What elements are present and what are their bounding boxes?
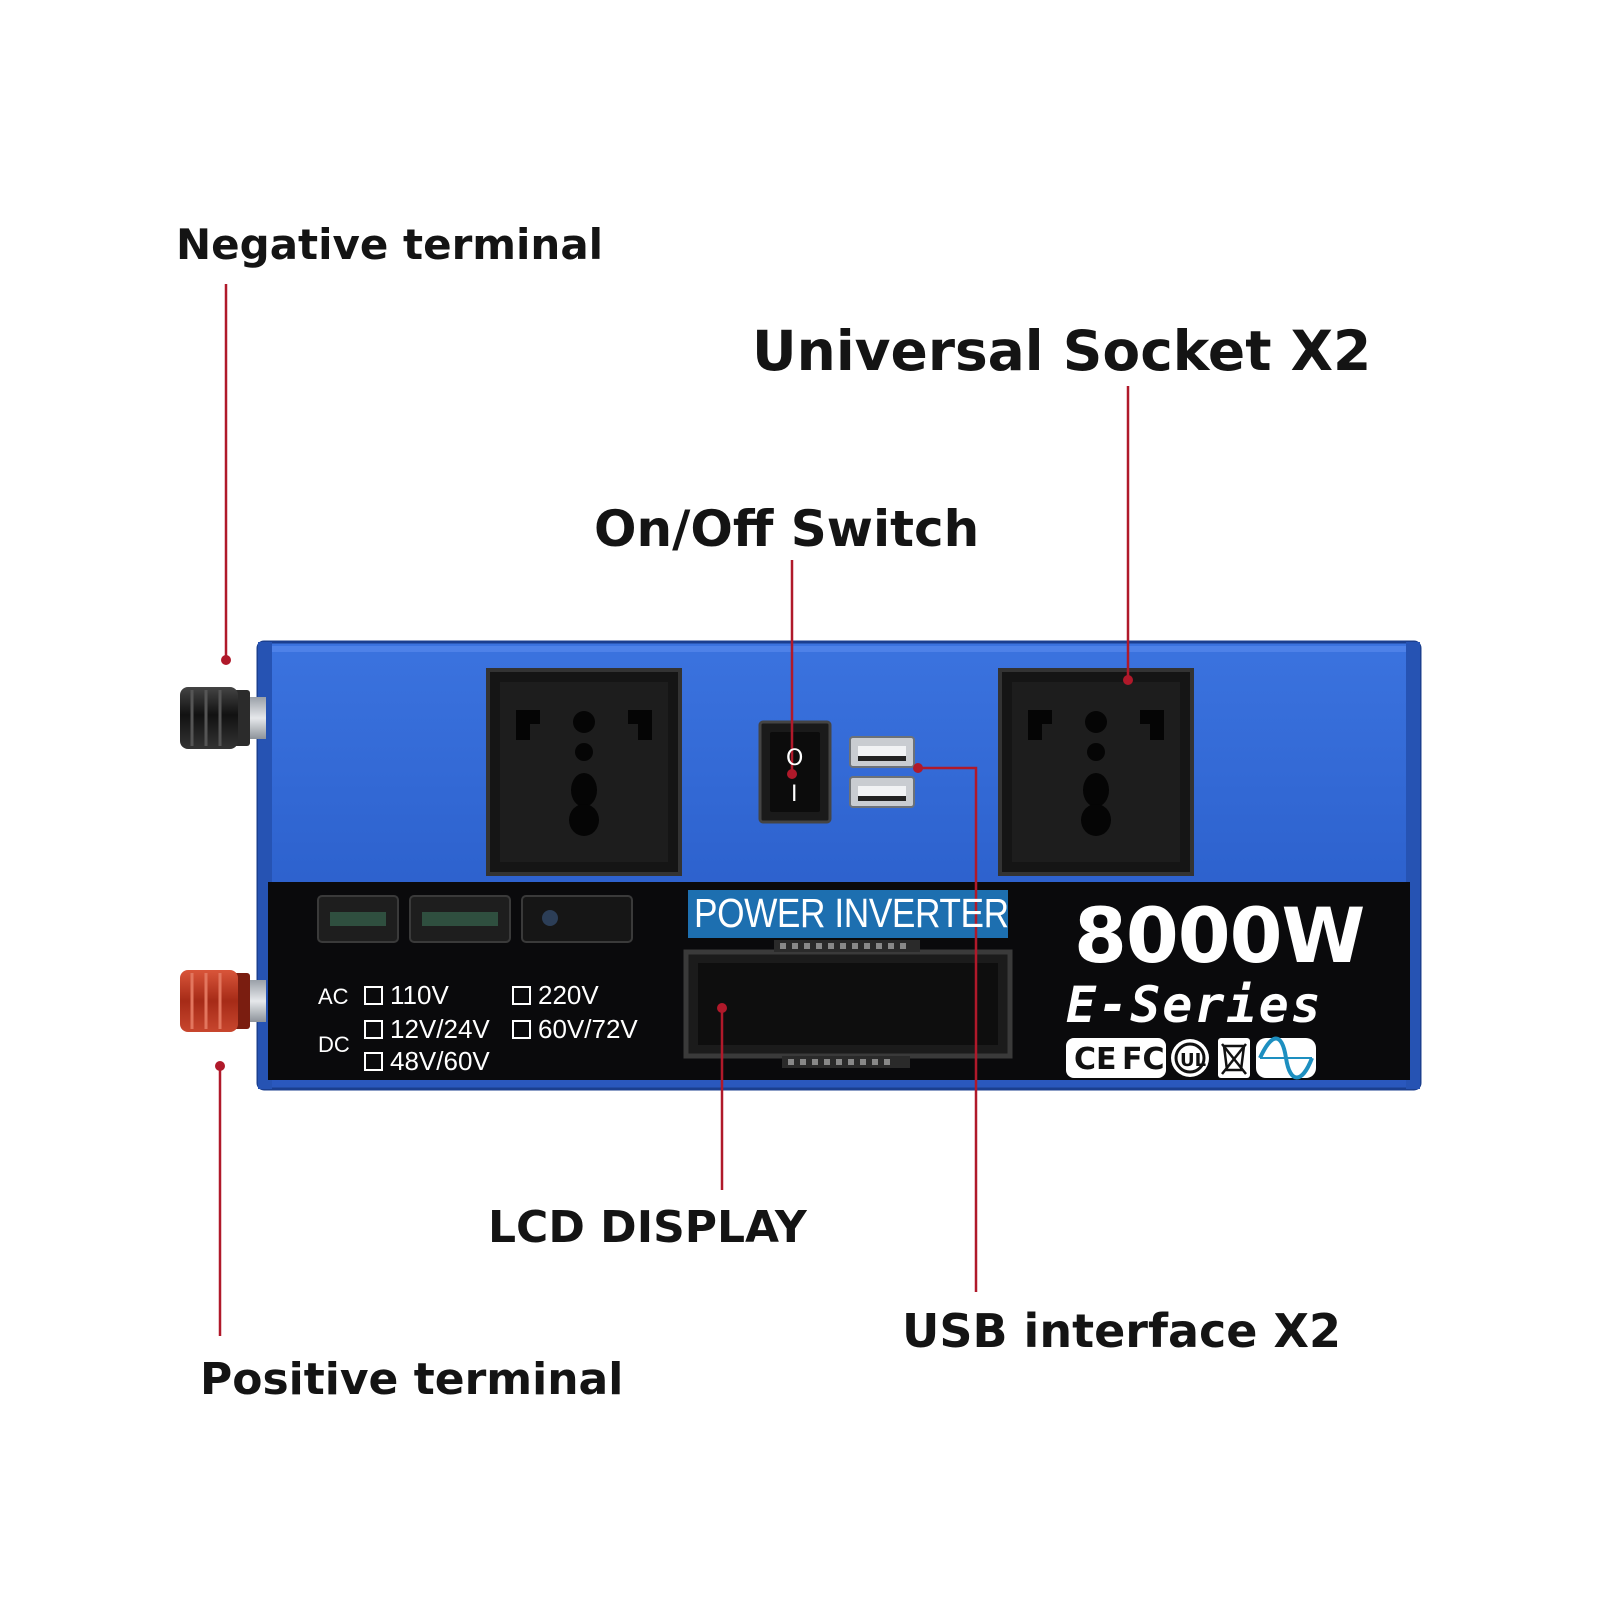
brand-label: POWER INVERTER bbox=[694, 890, 1009, 936]
brand-label-background bbox=[688, 890, 1008, 938]
wattage-label: 8000W bbox=[1074, 891, 1365, 980]
ac-label: AC bbox=[318, 984, 349, 1009]
ce-mark-icon: CE bbox=[1066, 1038, 1166, 1078]
dc-option-label: 48V/60V bbox=[390, 1046, 490, 1076]
checkbox-icon bbox=[512, 986, 531, 1005]
checkbox-icon bbox=[512, 1020, 531, 1039]
dc-option-12v-24v: 12V/24V bbox=[364, 1016, 490, 1042]
sine-wave-icon bbox=[1256, 1036, 1316, 1080]
cooling-vent-icon bbox=[317, 895, 633, 943]
dc-option-label: 12V/24V bbox=[390, 1014, 490, 1044]
svg-text:UL: UL bbox=[1180, 1050, 1206, 1071]
lcd-display-icon bbox=[683, 940, 1013, 1068]
callout-universal-socket: Universal Socket X2 bbox=[752, 319, 1372, 383]
checkbox-icon bbox=[364, 1052, 383, 1071]
usb-port-icon bbox=[849, 776, 915, 808]
fcc-mark-icon: FC bbox=[1122, 1042, 1165, 1077]
callout-leader-lines bbox=[218, 284, 1130, 1336]
positive-terminal-icon bbox=[180, 970, 266, 1032]
socket-icon bbox=[998, 668, 1194, 876]
callout-negative-terminal: Negative terminal bbox=[176, 220, 604, 269]
negative-terminal-icon bbox=[180, 687, 266, 749]
series-label: E-Series bbox=[1066, 976, 1323, 1034]
callout-lcd-display: LCD DISPLAY bbox=[488, 1202, 807, 1253]
dc-option-48v-60v: 48V/60V bbox=[364, 1048, 490, 1074]
dc-option-label: 60V/72V bbox=[538, 1014, 638, 1044]
callout-on-off-switch: On/Off Switch bbox=[594, 500, 980, 558]
ul-mark-icon: UL bbox=[1171, 1039, 1209, 1077]
socket-icon bbox=[486, 668, 682, 876]
callout-positive-terminal: Positive terminal bbox=[200, 1354, 624, 1405]
switch-on-symbol: O bbox=[786, 746, 804, 771]
callout-leader-dots bbox=[215, 655, 1133, 1071]
ac-option-label: 110V bbox=[390, 980, 449, 1010]
svg-text:CE: CE bbox=[1074, 1042, 1117, 1077]
ac-option-label: 220V bbox=[538, 980, 599, 1010]
weee-bin-icon bbox=[1218, 1038, 1250, 1078]
ac-option-220v: 220V bbox=[512, 982, 599, 1008]
checkbox-icon bbox=[364, 986, 383, 1005]
svg-text:FC: FC bbox=[1122, 1042, 1165, 1077]
ac-option-110v: 110V bbox=[364, 982, 449, 1008]
dc-label: DC bbox=[318, 1032, 350, 1057]
callout-usb-interface: USB interface X2 bbox=[902, 1304, 1341, 1358]
switch-off-symbol: I bbox=[791, 782, 798, 807]
checkbox-icon bbox=[364, 1020, 383, 1039]
dc-option-60v-72v: 60V/72V bbox=[512, 1016, 638, 1042]
usb-port-icon bbox=[849, 736, 915, 768]
